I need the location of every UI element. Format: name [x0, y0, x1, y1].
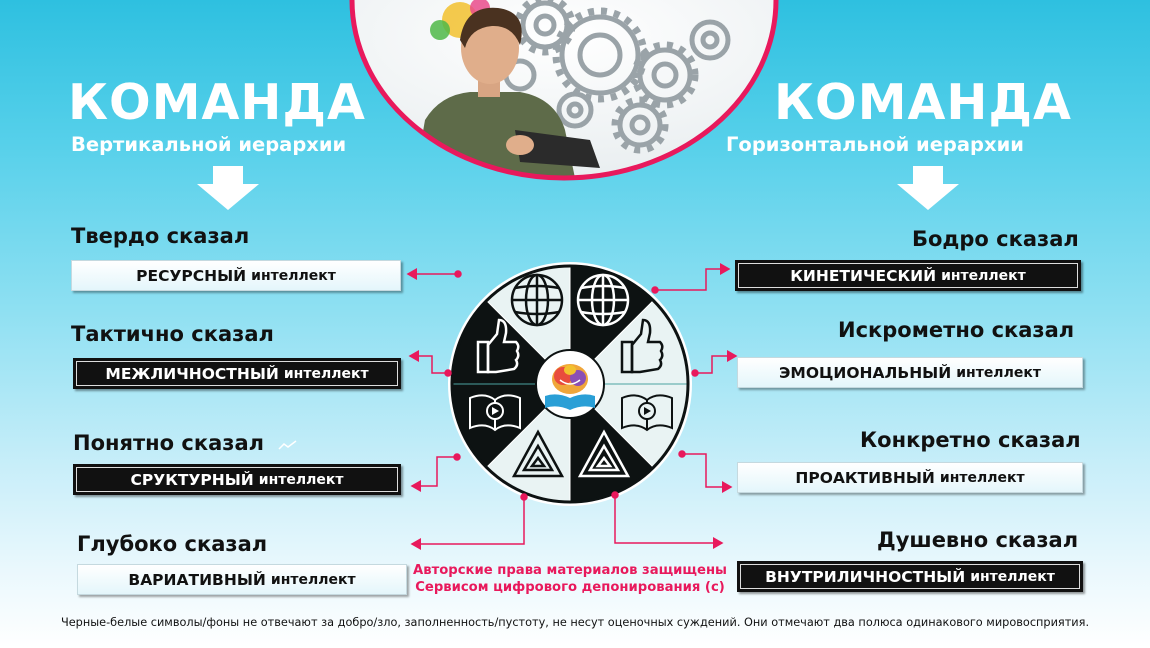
intellect-box-kinetic: КИНЕТИЧЕСКИЙ интеллект — [735, 260, 1081, 291]
footnote: Черные-белые символы/фоны не отвечают за… — [60, 616, 1090, 629]
intellect-box-proactive: ПРОАКТИВНЫЙ интеллект — [737, 462, 1083, 493]
intellect-box-interpersonal: МЕЖЛИЧНОСТНЫЙ интеллект — [73, 358, 401, 389]
intellect-word: интеллект — [941, 267, 1026, 284]
globe-icon — [576, 273, 630, 327]
triangle-icon — [577, 429, 631, 478]
left-title: КОМАНДА — [68, 74, 366, 131]
intellect-box-intrapersonal: ВНУТРИЛИЧНОСТНЫЙ интеллект — [737, 561, 1083, 592]
intellect-word: интеллект — [251, 267, 336, 284]
video-book-icon — [621, 394, 673, 432]
thumbs-up-icon — [620, 318, 664, 374]
copyright-line-2: Сервисом цифрового депонирования (c) — [415, 580, 725, 595]
said-label-dushevno: Душевно сказал — [877, 528, 1079, 552]
intellect-name: ЭМОЦИОНАЛЬНЫЙ — [779, 363, 952, 382]
intellect-box-structural: СРУКТУРНЫЙ интеллект — [73, 464, 401, 495]
globe-icon — [510, 273, 564, 327]
intellect-word: интеллект — [956, 364, 1041, 381]
intellect-box-variative: ВАРИАТИВНЫЙ интеллект — [77, 564, 407, 595]
said-label-iskrometno: Искрометно сказал — [838, 318, 1075, 342]
intellect-word: интеллект — [939, 469, 1025, 486]
intellect-name: ВНУТРИЛИЧНОСТНЫЙ — [765, 567, 966, 586]
intellect-name: РЕСУРСНЫЙ — [136, 266, 247, 285]
thumbs-up-icon — [476, 318, 520, 374]
intellect-word: интеллект — [283, 365, 369, 382]
intellect-name: КИНЕТИЧЕСКИЙ — [790, 266, 937, 285]
intellect-box-emotional: ЭМОЦИОНАЛЬНЫЙ интеллект — [737, 357, 1083, 388]
said-label-konkretno: Конкретно сказал — [860, 428, 1081, 452]
said-label-gluboko: Глубоко сказал — [77, 532, 268, 556]
left-subtitle: Вертикальной иерархии — [71, 133, 347, 156]
trend-icon — [278, 440, 297, 450]
header-illustration — [349, 0, 779, 181]
brain-book-icon — [545, 364, 595, 410]
copyright-line-1: Авторские права материалов защищены — [413, 563, 727, 578]
intellect-name: СРУКТУРНЫЙ — [130, 470, 254, 489]
intellect-name: ПРОАКТИВНЫЙ — [795, 468, 935, 487]
said-label-taktichno: Тактично сказал — [71, 322, 274, 346]
intellect-word: интеллект — [970, 568, 1055, 585]
said-label-ponyatno: Понятно сказал — [73, 431, 265, 455]
right-subtitle: Горизонтальной иерархии — [726, 133, 1024, 156]
intellect-name: МЕЖЛИЧНОСТНЫЙ — [105, 364, 279, 383]
said-label-bodro: Бодро сказал — [912, 227, 1079, 251]
right-title: КОМАНДА — [774, 74, 1072, 131]
intellect-word: интеллект — [270, 571, 356, 588]
intellect-name: ВАРИАТИВНЫЙ — [128, 570, 266, 589]
copyright-notice: Авторские права материалов защищены Серв… — [405, 562, 735, 596]
right-down-arrow-icon — [897, 166, 959, 210]
intellect-box-resource: РЕСУРСНЫЙ интеллект — [71, 260, 401, 291]
video-book-icon — [469, 394, 521, 432]
triangle-icon — [511, 429, 565, 478]
left-down-arrow-icon — [197, 166, 259, 210]
said-label-tverdo: Твердо сказал — [71, 224, 250, 248]
intellect-word: интеллект — [258, 471, 344, 488]
